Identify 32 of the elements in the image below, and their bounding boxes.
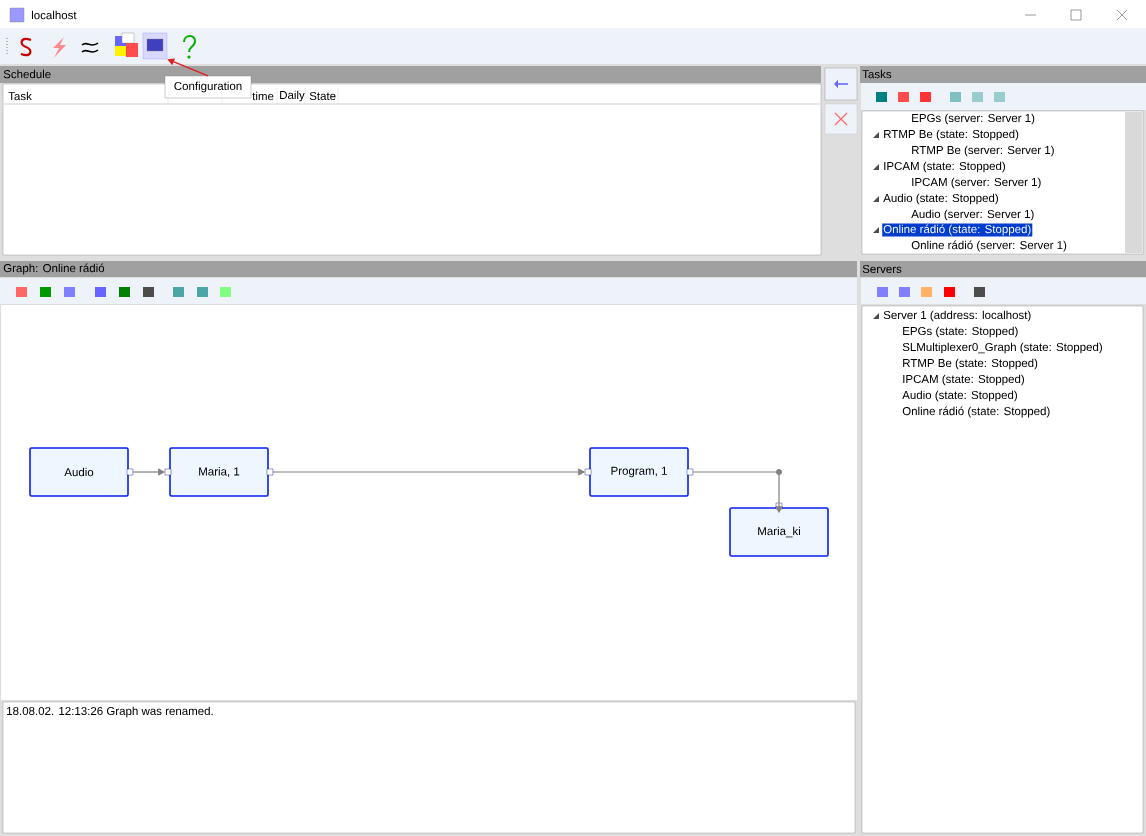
tree-item: EPGs (server: Server 1) xyxy=(912,113,1035,125)
tree-item: IPCAM (server: Server 1) xyxy=(912,177,1041,189)
tree-item: Audio (state: Stopped) xyxy=(902,390,1017,402)
tree-item: RTMP Be (state: Stopped) xyxy=(884,129,1019,141)
graph-node: Maria_ki xyxy=(729,507,829,557)
column-header: Daily xyxy=(280,90,305,102)
graph-node: Audio xyxy=(29,447,129,497)
tree-item: RTMP Be (server: Server 1) xyxy=(912,145,1054,157)
column-header: time xyxy=(252,91,274,101)
log-message: 18.08.02. 12:13:26 Graph was renamed. xyxy=(7,706,213,718)
tree-item: Online rádió (state: Stopped) xyxy=(902,406,1050,418)
column-header: State xyxy=(309,91,336,101)
panel-title: Graph: Online rádió xyxy=(3,263,105,275)
monitor-icon xyxy=(142,32,168,60)
panel-title: Schedule xyxy=(3,69,51,79)
tree-item: Server 1 (address: localhost) xyxy=(883,310,1031,322)
graph-node: Maria, 1 xyxy=(169,447,269,497)
tree-item: IPCAM (state: Stopped) xyxy=(903,374,1024,386)
tree-item: RTMP Be (state: Stopped) xyxy=(903,358,1038,370)
panel-title: Tasks xyxy=(862,69,892,79)
panel-title: Servers xyxy=(862,264,902,274)
tooltip: Configuration xyxy=(164,75,252,99)
column-header: Task xyxy=(8,91,32,101)
window-title: localhost xyxy=(31,10,77,20)
tree-item: Online rádió (server: Server 1) xyxy=(911,240,1067,252)
tree-item: EPGs (state: Stopped) xyxy=(903,326,1018,338)
tree-item: SLMultiplexer0_Graph (state: Stopped) xyxy=(902,342,1102,354)
tree-item: IPCAM (state: Stopped) xyxy=(884,161,1005,173)
arrow xyxy=(167,58,209,77)
tree-item: Audio (server: Server 1) xyxy=(911,209,1034,221)
tree-item: Audio (state: Stopped) xyxy=(883,193,998,205)
graph-node: Program, 1 xyxy=(589,447,689,497)
